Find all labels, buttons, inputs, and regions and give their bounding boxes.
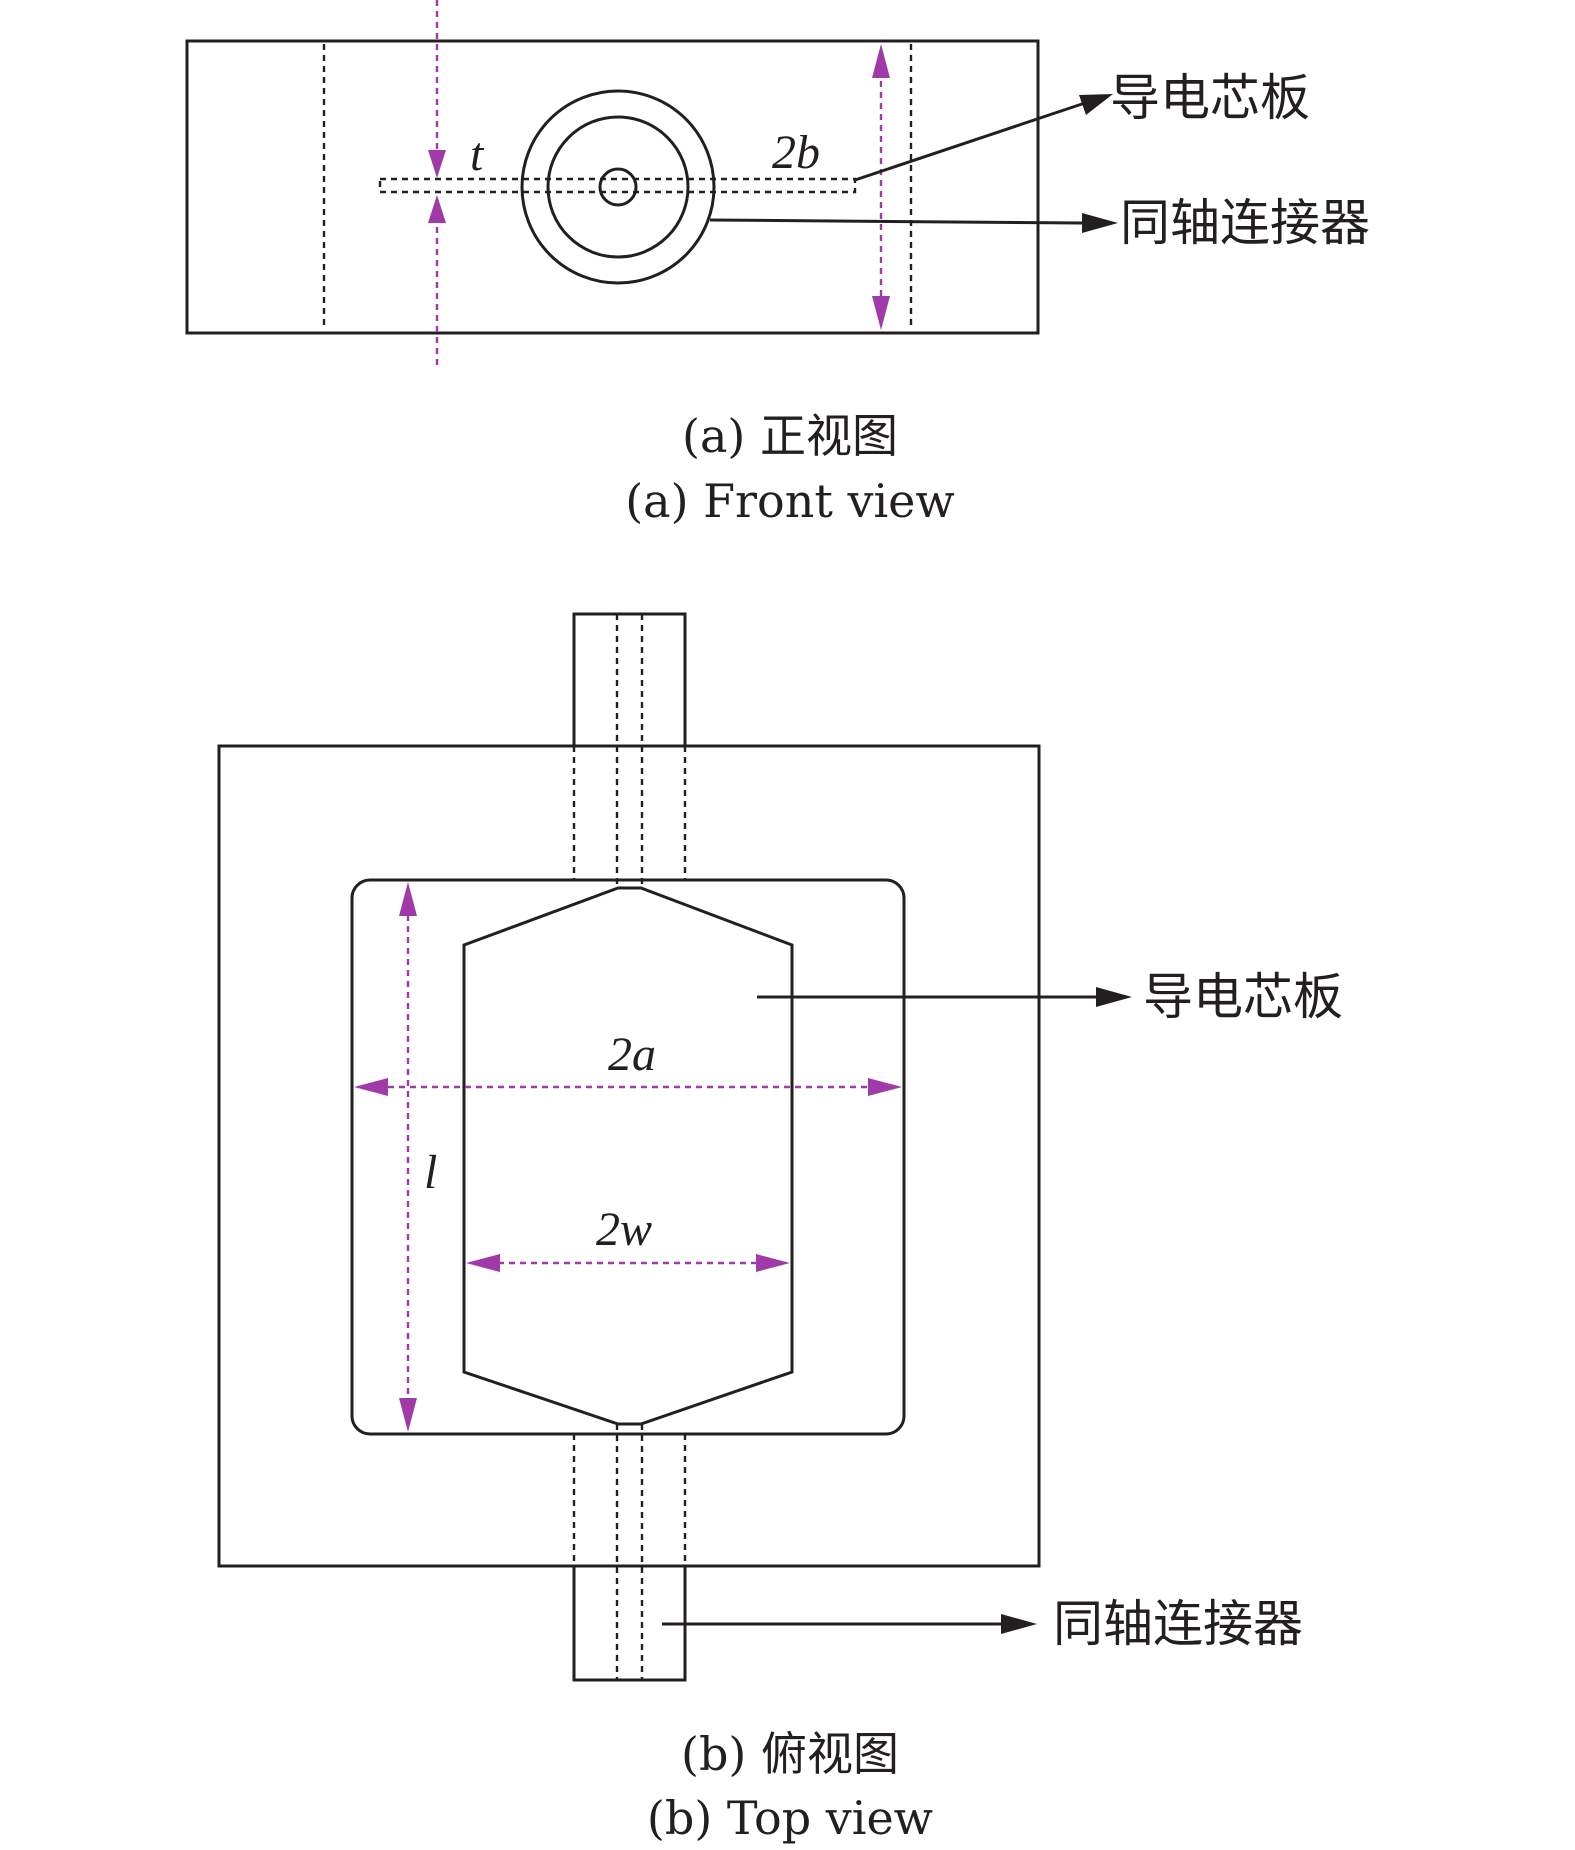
leader-coax-front xyxy=(709,213,1118,233)
front-view-core-plate xyxy=(378,177,857,194)
coax-center-pin xyxy=(598,167,638,207)
dimension-height: 2b xyxy=(772,44,890,330)
top-view-coax-connector-bottom xyxy=(572,1424,687,1682)
leader-core-plate-top xyxy=(757,987,1132,1007)
leader-core-plate-front xyxy=(854,94,1113,182)
top-view: l 2a 2w 导电芯板 同轴连接器 (b) 俯视图 (b) T xyxy=(217,612,1343,1845)
caption-front-en: (a) Front view xyxy=(625,474,955,528)
dimension-height-label: 2b xyxy=(772,126,820,179)
top-view-cavity xyxy=(350,878,906,1436)
top-view-core-plate xyxy=(462,886,794,1426)
label-core-plate-top: 导电芯板 xyxy=(1143,968,1343,1026)
dimension-thickness: t xyxy=(428,0,485,365)
dimension-width-outer: 2a xyxy=(354,1028,902,1096)
front-view-coax-connector xyxy=(520,89,716,285)
front-view-housing xyxy=(185,39,1040,335)
caption-top-cn: (b) 俯视图 xyxy=(681,1727,899,1781)
dimension-width-inner-label: 2w xyxy=(596,1203,652,1256)
label-coax-connector-front: 同轴连接器 xyxy=(1120,194,1370,252)
top-view-coax-connector-top xyxy=(572,612,687,888)
coax-outer-ring xyxy=(520,89,716,285)
coax-inner-ring xyxy=(546,115,690,259)
dimension-thickness-label: t xyxy=(470,128,485,181)
dimension-length: l xyxy=(399,882,437,1432)
dimension-length-label: l xyxy=(424,1146,437,1199)
leader-coax-top xyxy=(662,1614,1037,1634)
top-view-housing xyxy=(217,744,1041,1568)
label-core-plate-front: 导电芯板 xyxy=(1110,69,1310,127)
front-view: t 2b 导电芯板 同轴连接器 (a) 正视图 (a) Front view xyxy=(185,0,1370,528)
dimension-width-outer-label: 2a xyxy=(608,1028,656,1081)
caption-front-cn: (a) 正视图 xyxy=(682,409,898,463)
label-coax-connector-top: 同轴连接器 xyxy=(1053,1595,1303,1653)
dimension-width-inner: 2w xyxy=(466,1203,790,1272)
caption-top-en: (b) Top view xyxy=(647,1791,933,1845)
